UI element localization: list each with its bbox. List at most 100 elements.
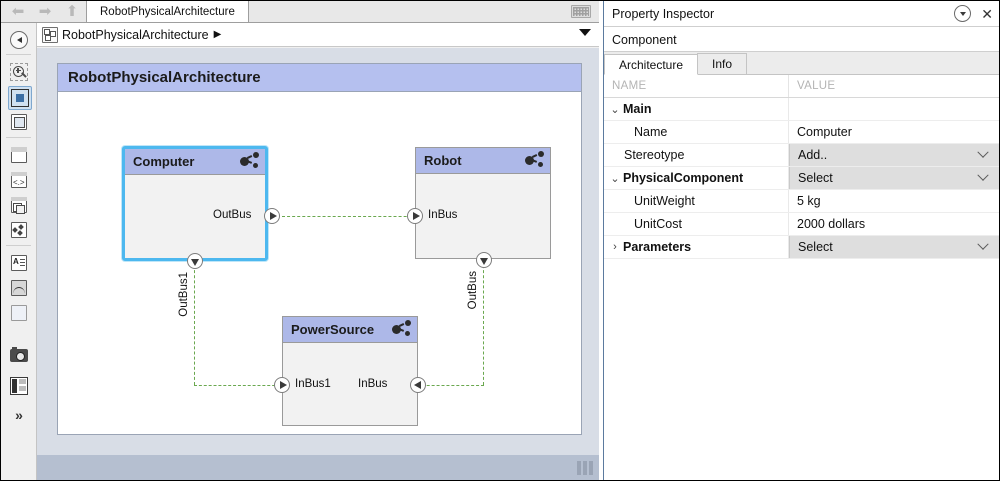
port-computer-outbus[interactable]: [264, 208, 280, 224]
tab-info[interactable]: Info: [697, 53, 748, 74]
name-field[interactable]: Computer: [797, 125, 852, 139]
inspector-subtitle: Component: [604, 28, 999, 52]
resize-grip-icon[interactable]: [577, 458, 597, 478]
row-name-cell: UnitWeight: [604, 190, 789, 212]
table-row[interactable]: › Parameters Select: [604, 236, 999, 259]
component-badge-icon: [240, 152, 260, 168]
forward-button[interactable]: ➡: [32, 3, 58, 20]
row-name-cell: › Parameters: [604, 236, 789, 258]
zoom-in-icon[interactable]: [8, 61, 30, 83]
breadcrumb[interactable]: RobotPhysicalArchitecture ▶: [37, 23, 599, 47]
code-block-icon[interactable]: <.>: [8, 169, 30, 191]
stereotype-select[interactable]: Add..: [789, 144, 999, 166]
chevron-down-icon[interactable]: ⌄: [610, 103, 620, 116]
connection-computer-outbus-to-robot-inbus[interactable]: [282, 216, 432, 217]
table-row[interactable]: UnitCost 2000 dollars: [604, 213, 999, 236]
arrow-right-icon: ➡: [38, 3, 52, 20]
port-powersource-inbus1[interactable]: [274, 377, 290, 393]
zoom-region-icon[interactable]: [8, 111, 30, 133]
subsystem-icon[interactable]: [8, 144, 30, 166]
tab-architecture-label: Architecture: [619, 57, 684, 72]
block-powersource[interactable]: PowerSource: [282, 316, 418, 426]
diagram-canvas-area[interactable]: RobotPhysicalArchitecture Computer: [37, 48, 599, 455]
parameters-select-value: Select: [798, 240, 833, 254]
toolbar-divider: [6, 54, 31, 55]
model-editor-pane: ⬅ ➡ ⬆ RobotPhysicalArchitecture RobotPhy…: [1, 1, 599, 480]
block-robot[interactable]: Robot: [415, 147, 551, 259]
property-inspector-header: Property Inspector ✕: [604, 1, 999, 27]
stereotype-select-value: Add..: [798, 148, 828, 162]
port-robot-inbus[interactable]: [407, 208, 423, 224]
row-label-unitweight: UnitWeight: [634, 194, 695, 208]
scope-signal-icon[interactable]: [8, 277, 30, 299]
row-label-physicalcomponent: PhysicalComponent: [623, 171, 744, 185]
report-icon[interactable]: [8, 375, 30, 397]
tab-robotphysicalarchitecture[interactable]: RobotPhysicalArchitecture: [86, 1, 249, 22]
row-name-cell: ⌄ PhysicalComponent: [604, 167, 789, 189]
table-row[interactable]: UnitWeight 5 kg: [604, 190, 999, 213]
row-label-parameters: Parameters: [623, 240, 692, 254]
diagram-canvas[interactable]: RobotPhysicalArchitecture Computer: [57, 63, 582, 435]
block-powersource-header: PowerSource: [283, 317, 417, 343]
unitcost-field[interactable]: 2000 dollars: [797, 217, 866, 231]
navigate-up-icon[interactable]: [8, 29, 30, 51]
diagram-title: RobotPhysicalArchitecture: [58, 64, 581, 92]
editor-status-bar: [37, 455, 599, 480]
tab-label: RobotPhysicalArchitecture: [100, 5, 235, 18]
column-header-name: NAME: [604, 75, 789, 97]
blank-area-icon[interactable]: [8, 302, 30, 324]
up-button[interactable]: ⬆: [59, 3, 85, 20]
toolbar-divider: [6, 137, 31, 138]
parameters-select[interactable]: Select: [789, 236, 999, 258]
copy-block-icon[interactable]: [8, 194, 30, 216]
more-chevrons-label: »: [15, 407, 23, 423]
port-label-robot-inbus: InBus: [428, 209, 458, 221]
connection-computer-outbus1-to-powersource-inbus1[interactable]: [194, 385, 280, 386]
connection-robot-outbus-vertical[interactable]: [483, 260, 484, 385]
tab-info-label: Info: [712, 57, 733, 71]
unitweight-field[interactable]: 5 kg: [797, 194, 821, 208]
inspector-tabs: Architecture Info: [604, 52, 999, 75]
port-label-powersource-inbus: InBus: [358, 378, 388, 390]
block-computer[interactable]: Computer: [122, 146, 268, 261]
column-header-value: VALUE: [797, 80, 836, 92]
physicalcomponent-select[interactable]: Select: [789, 167, 999, 189]
block-powersource-title: PowerSource: [291, 322, 375, 337]
toolbar-divider: [6, 245, 31, 246]
editor-toolbar: <.> A: [1, 23, 37, 480]
port-powersource-inbus[interactable]: [410, 377, 426, 393]
physicalcomponent-select-value: Select: [798, 171, 833, 185]
table-row[interactable]: Stereotype Add..: [604, 144, 999, 167]
table-row[interactable]: ⌄ Main: [604, 98, 999, 121]
table-row[interactable]: ⌄ PhysicalComponent Select: [604, 167, 999, 190]
row-label-main: Main: [623, 102, 652, 116]
camera-icon[interactable]: [8, 344, 30, 366]
block-robot-title: Robot: [424, 153, 462, 168]
row-label-unitcost: UnitCost: [634, 217, 682, 231]
connection-robot-outbus-to-powersource-inbus[interactable]: [402, 385, 484, 386]
fit-to-view-icon[interactable]: [8, 86, 32, 110]
more-chevrons-icon[interactable]: »: [8, 404, 30, 426]
collapse-circle-icon[interactable]: [954, 5, 972, 22]
arrow-up-icon: ⬆: [65, 3, 79, 20]
annotation-icon[interactable]: A: [8, 252, 30, 274]
chevron-down-icon[interactable]: [579, 29, 591, 36]
connection-computer-outbus1-vertical[interactable]: [194, 260, 195, 385]
block-computer-title: Computer: [133, 154, 195, 169]
table-row[interactable]: Name Computer: [604, 121, 999, 144]
chevron-down-icon[interactable]: ⌄: [610, 172, 620, 185]
state-chart-icon[interactable]: [8, 219, 30, 241]
row-name-cell: Name: [604, 121, 789, 143]
tab-architecture[interactable]: Architecture: [604, 54, 699, 75]
keyboard-icon[interactable]: [571, 5, 591, 18]
port-robot-outbus[interactable]: [476, 252, 492, 268]
breadcrumb-label: RobotPhysicalArchitecture: [62, 27, 209, 42]
row-name-cell: UnitCost: [604, 213, 789, 235]
editor-tab-strip: ⬅ ➡ ⬆ RobotPhysicalArchitecture: [1, 1, 599, 23]
port-computer-outbus1[interactable]: [187, 253, 203, 269]
back-button[interactable]: ⬅: [5, 3, 31, 20]
arrow-left-icon: ⬅: [11, 3, 25, 20]
close-icon[interactable]: ✕: [981, 5, 993, 22]
chevron-right-icon[interactable]: ›: [613, 241, 617, 253]
